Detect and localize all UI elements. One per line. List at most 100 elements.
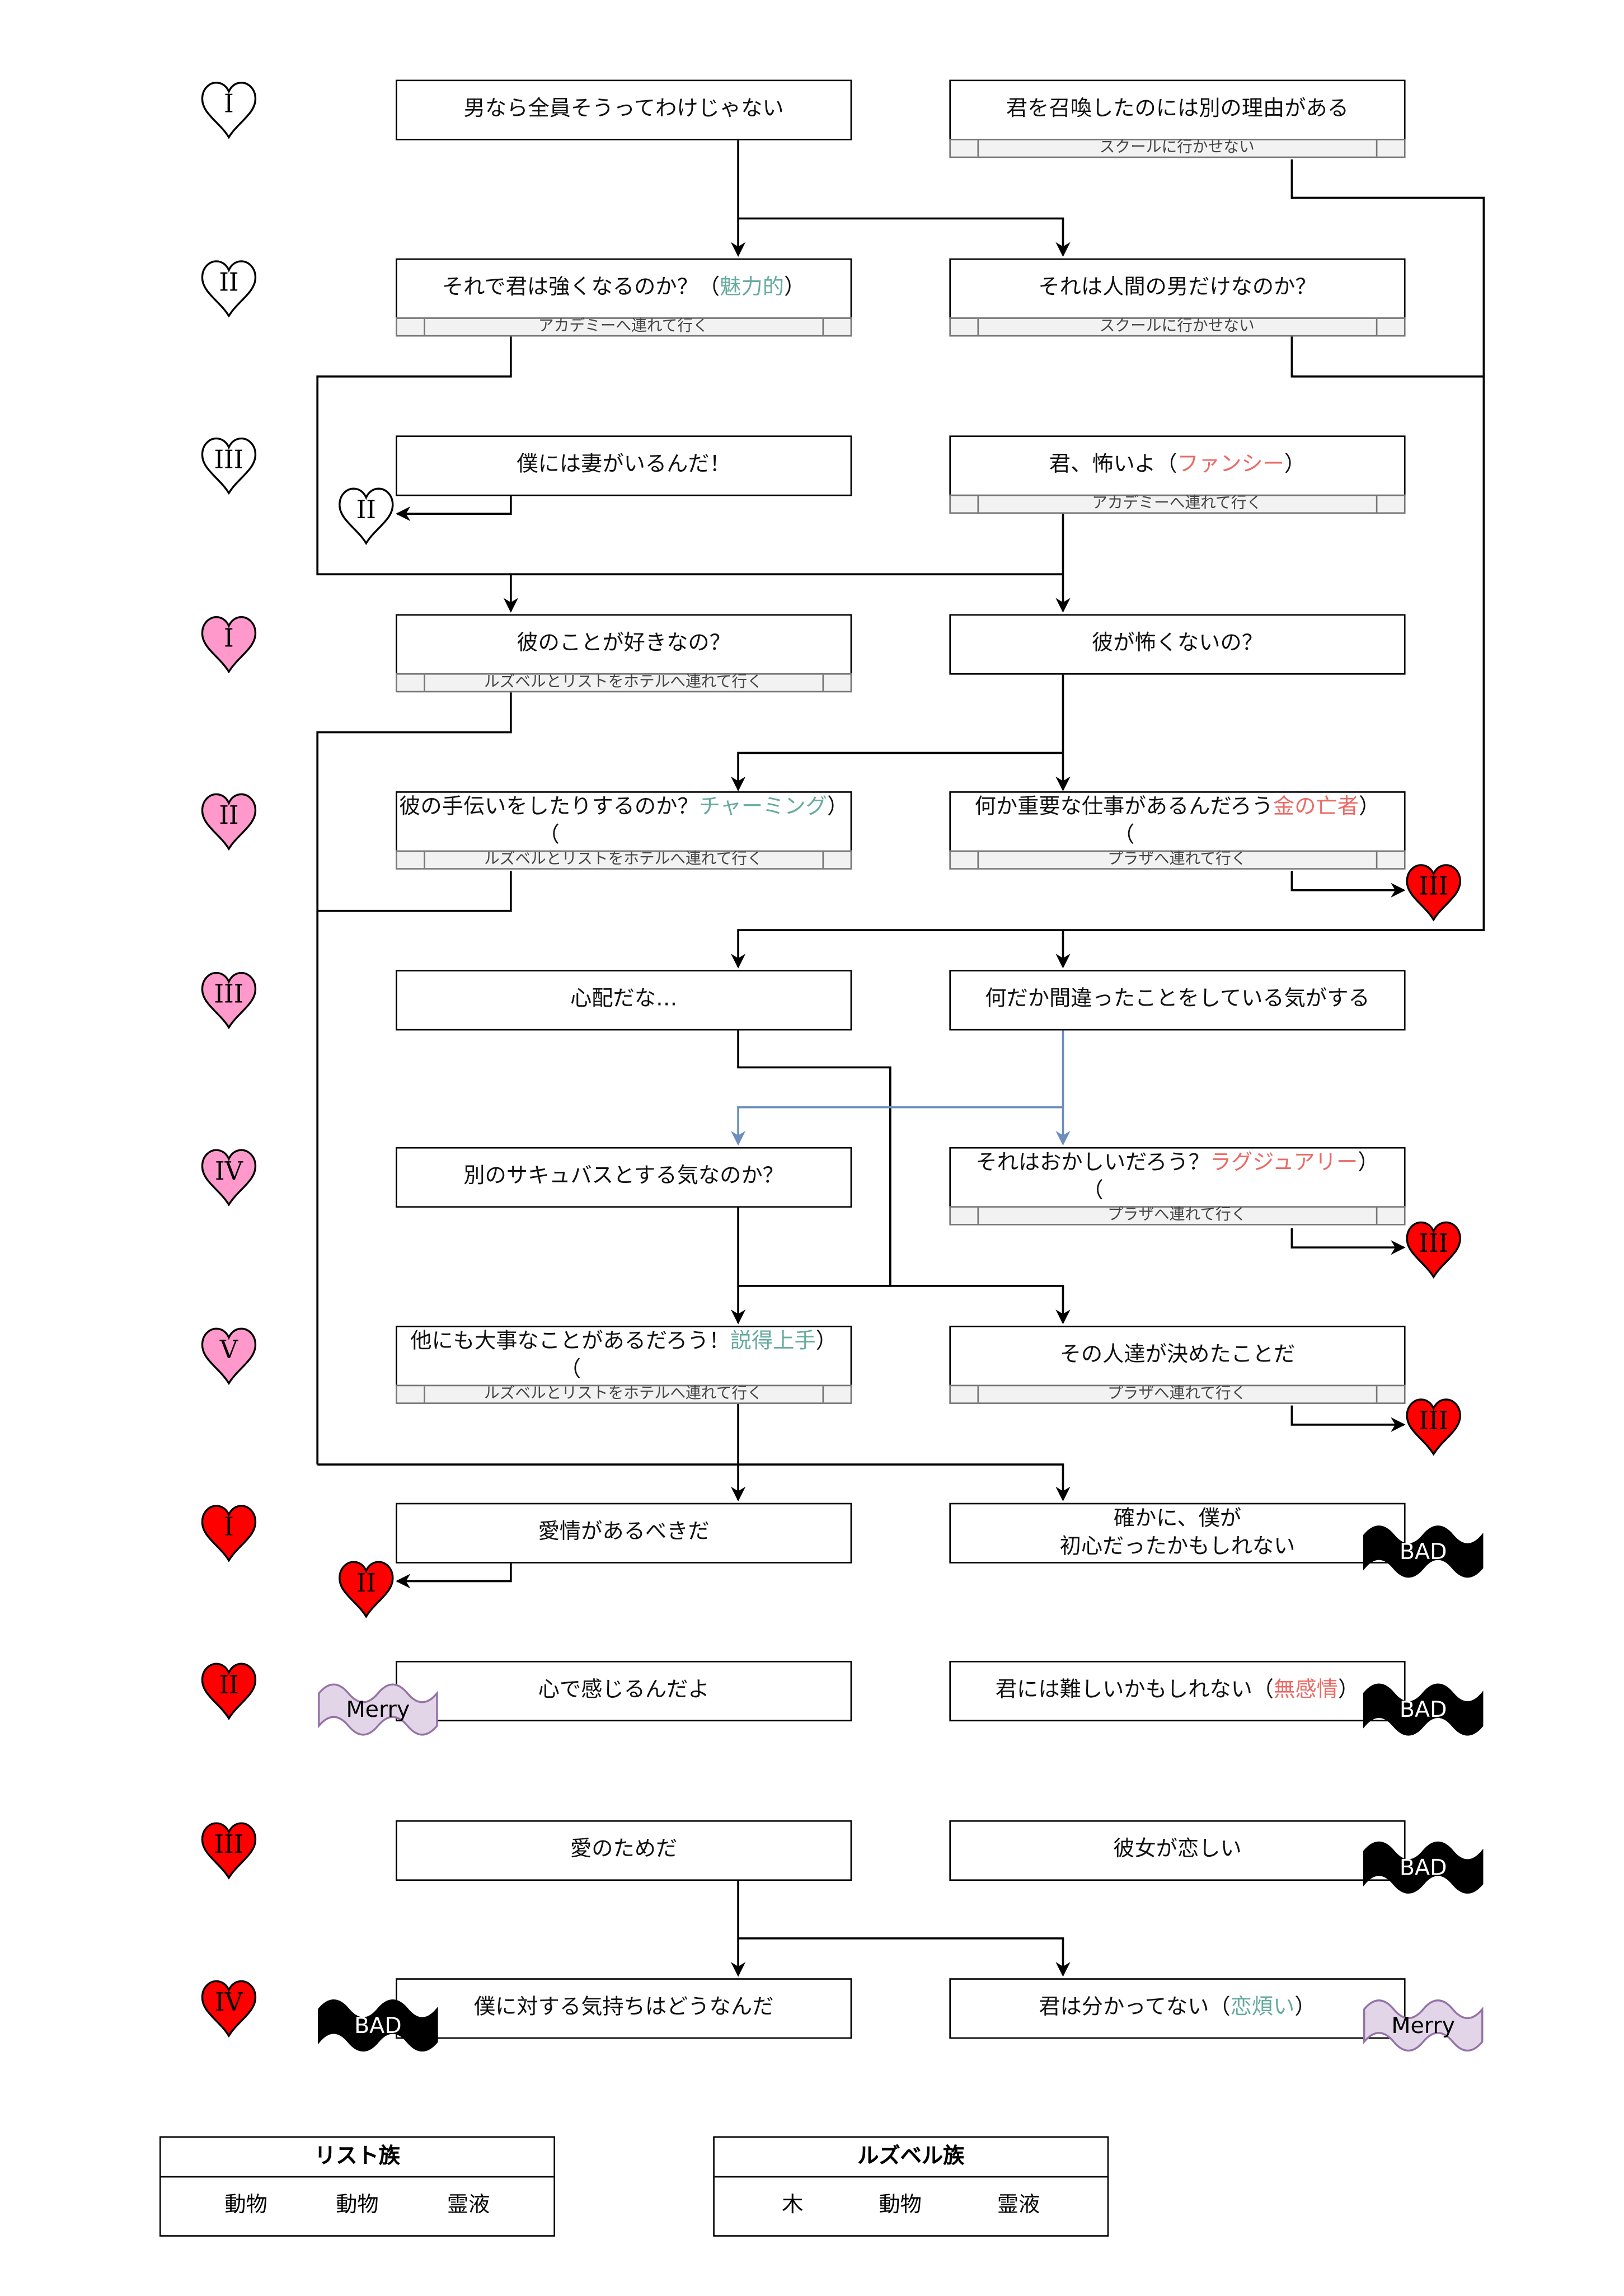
choice-box-left[interactable]: 僕には妻がいるんだ！ (396, 435, 852, 496)
heart-outline-icon: I (199, 79, 259, 139)
choice-box-right[interactable]: それは人間の男だけなのか？スクールに行かせない (949, 258, 1406, 337)
choice-box-left[interactable]: 別のサキュバスとする気なのか？ (396, 1147, 852, 1208)
choice-box-right[interactable]: 何か重要な仕事があるんだろう （金の亡者）プラザへ連れて行く (949, 791, 1406, 870)
choice-text-segment: 彼の手伝いをしたりするのか？ （ (399, 795, 699, 848)
legend-table: リスト族動物動物霊液 (159, 2136, 555, 2237)
destination-label: プラザへ連れて行く (949, 1384, 1405, 1404)
bad-ending-badge: BAD (1363, 1524, 1484, 1580)
ending-label: Merry (1391, 2012, 1456, 2039)
choice-box-left[interactable]: 男なら全員そうってわけじゃない (396, 79, 852, 140)
heart-red-icon: IV (199, 1978, 259, 2037)
connector (738, 217, 1071, 257)
choice-text: 彼のことが好きなの？ (397, 616, 851, 673)
choice-box-right[interactable]: 彼が怖くないの？ (949, 614, 1406, 675)
heart-outline-icon: II (199, 259, 259, 318)
choice-box-right[interactable]: 彼女が恋しい (949, 1820, 1406, 1881)
choice-box-right[interactable]: 君、怖いよ（ファンシー）アカデミーへ連れて行く (949, 435, 1406, 514)
heart-label: III (214, 980, 244, 1010)
choice-text: 僕には妻がいるんだ！ (397, 437, 851, 495)
choice-box-left[interactable]: 彼のことが好きなの？ルズベルとリストをホテルへ連れて行く (395, 614, 852, 693)
heart-label: III (1419, 1229, 1449, 1260)
destination-label: ルズベルとリストをホテルへ連れて行く (395, 1384, 852, 1404)
heart-label: II (356, 496, 376, 526)
legend-item: 動物 (336, 2194, 379, 2218)
heart-red-icon: III (1404, 1219, 1463, 1279)
choice-text-segment: ） (1358, 795, 1381, 820)
heart-outline-icon: III (199, 435, 259, 495)
heart-label: III (1419, 1407, 1449, 1436)
choice-text-segment: 男なら全員そうってわけじゃない (463, 97, 784, 121)
choice-text-segment: ） (827, 795, 849, 820)
heart-label: IV (214, 1988, 243, 2018)
legend-item: 動物 (224, 2194, 267, 2218)
connector (737, 1029, 891, 1286)
trait-label: 金の亡者 (1273, 795, 1359, 820)
choice-box-left[interactable]: 愛のためだ (396, 1820, 852, 1881)
choice-text: 僕に対する気持ちはどうなんだ (397, 1980, 851, 2037)
choice-box-right[interactable]: 君は分かってない（恋煩い） (949, 1978, 1406, 2039)
choice-box-right[interactable]: 君を召喚したのには別の理由があるスクールに行かせない (949, 79, 1406, 158)
trait-label: ラグジュアリー (1209, 1151, 1358, 1176)
heart-label: III (214, 1830, 244, 1861)
choice-text-segment: 君は分かってない（ (1039, 1995, 1231, 2020)
connector (317, 871, 512, 912)
choice-text: 愛のためだ (397, 1822, 851, 1880)
connector (1290, 1405, 1406, 1433)
choice-box-left[interactable]: 愛情があるべきだ (396, 1503, 852, 1563)
legend-row: 動物動物霊液 (161, 2177, 554, 2235)
choice-box-left[interactable]: 彼の手伝いをしたりするのか？ （チャーミング） ルズベルとリストをホテルへ連れて行… (395, 791, 852, 870)
destination-label: スクールに行かせない (949, 317, 1405, 337)
choice-box-right[interactable]: 君には難しいかもしれない（無感情） (949, 1660, 1406, 1722)
choice-text-segment: その人達が決めたことだ (1059, 1343, 1296, 1367)
choice-text: それは人間の男だけなのか？ (951, 260, 1404, 317)
heart-red-icon: II (337, 1559, 396, 1618)
choice-text: 確かに、僕が 初心だったかもしれない (951, 1504, 1404, 1563)
choice-text: 心配だな… (397, 971, 851, 1029)
connector-blue (730, 1106, 1063, 1146)
destination-label: ルズベルとリストをホテルへ連れて行く (395, 850, 852, 870)
choice-text-segment: 彼が怖くないの？ (1091, 632, 1263, 656)
choice-box-left[interactable]: 他にも大事なことがあるだろう！ （説得上手）ルズベルとリストをホテルへ連れて行く (395, 1326, 852, 1404)
choice-box-right[interactable]: その人達が決めたことだプラザへ連れて行く (949, 1326, 1406, 1404)
choice-text: 何か重要な仕事があるんだろう （金の亡者） (951, 793, 1404, 852)
trait-label: チャーミング (698, 795, 827, 820)
connector (396, 1562, 512, 1589)
connector (396, 494, 512, 522)
choice-box-left[interactable]: 心で感じるんだよ (396, 1660, 852, 1722)
heart-label: II (219, 269, 239, 298)
heart-pink-icon: IV (199, 1147, 259, 1206)
choice-text-segment: 他にも大事なことがあるだろう！ （ (410, 1330, 730, 1382)
choice-box-left[interactable]: 僕に対する気持ちはどうなんだ (396, 1978, 852, 2039)
destination-label: スクールに行かせない (949, 138, 1405, 158)
heart-label: III (214, 445, 244, 476)
choice-box-right[interactable]: 確かに、僕が 初心だったかもしれない (949, 1503, 1406, 1563)
choice-text-segment: 君、怖いよ（ (1049, 453, 1177, 477)
heart-label: I (224, 1513, 234, 1543)
choice-text-segment: 彼女が恋しい (1113, 1838, 1242, 1862)
trait-label: ファンシー (1177, 453, 1284, 477)
legend-item: 霊液 (997, 2194, 1040, 2218)
bad-ending-badge: BAD (1363, 1682, 1484, 1738)
choice-text: 君、怖いよ（ファンシー） (951, 437, 1404, 495)
choice-text-segment: ） (815, 1330, 838, 1354)
destination-label: ルズベルとリストをホテルへ連れて行く (395, 673, 852, 693)
ending-label: Merry (346, 1696, 410, 1723)
heart-label: II (356, 1569, 376, 1599)
choice-text: 別のサキュバスとする気なのか？ (397, 1149, 851, 1206)
connector (317, 1463, 1071, 1502)
heart-label: I (224, 624, 234, 654)
choice-text-segment: ） (1337, 1678, 1360, 1702)
choice-text: それはおかしいだろう？ （ラグジュアリー） (951, 1149, 1404, 1208)
choice-text-segment: 君を召喚したのには別の理由がある (1006, 97, 1349, 121)
choice-text: 君を召喚したのには別の理由がある (951, 81, 1404, 139)
choice-box-left[interactable]: 心配だな… (396, 970, 852, 1031)
choice-box-left[interactable]: それで君は強くなるのか？（魅力的）アカデミーへ連れて行く (395, 258, 852, 337)
choice-box-right[interactable]: それはおかしいだろう？ （ラグジュアリー）プラザへ連れて行く (949, 1147, 1406, 1226)
choice-box-right[interactable]: 何だか間違ったことをしている気がする (949, 970, 1406, 1031)
choice-text-segment: ） (783, 276, 806, 300)
connector (738, 1285, 1071, 1325)
ending-label: BAD (354, 2012, 402, 2039)
heart-red-icon: III (199, 1820, 259, 1880)
ending-label: BAD (1399, 1854, 1447, 1881)
